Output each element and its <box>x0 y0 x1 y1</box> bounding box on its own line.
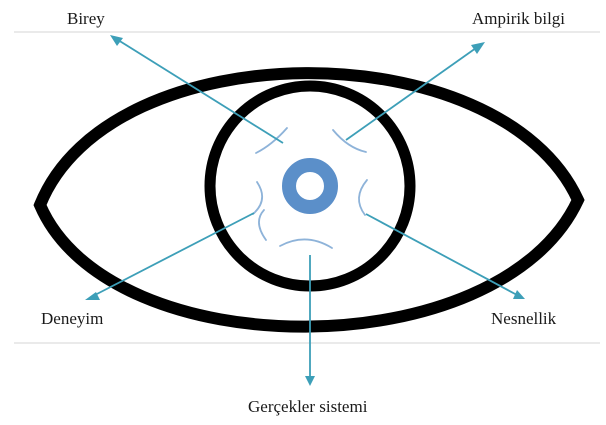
label-birey: Birey <box>67 9 105 28</box>
arrowhead-ampirik <box>471 42 485 54</box>
label-gercekler-sistemi: Gerçekler sistemi <box>248 397 368 416</box>
label-ampirik-bilgi: Ampirik bilgi <box>472 9 565 28</box>
pupil-ring <box>289 165 331 207</box>
arrowhead-gercekler <box>305 376 315 386</box>
arrowhead-birey <box>110 35 123 46</box>
label-deneyim: Deneyim <box>41 309 103 328</box>
label-nesnellik: Nesnellik <box>491 309 557 328</box>
leader-birey <box>118 40 283 143</box>
